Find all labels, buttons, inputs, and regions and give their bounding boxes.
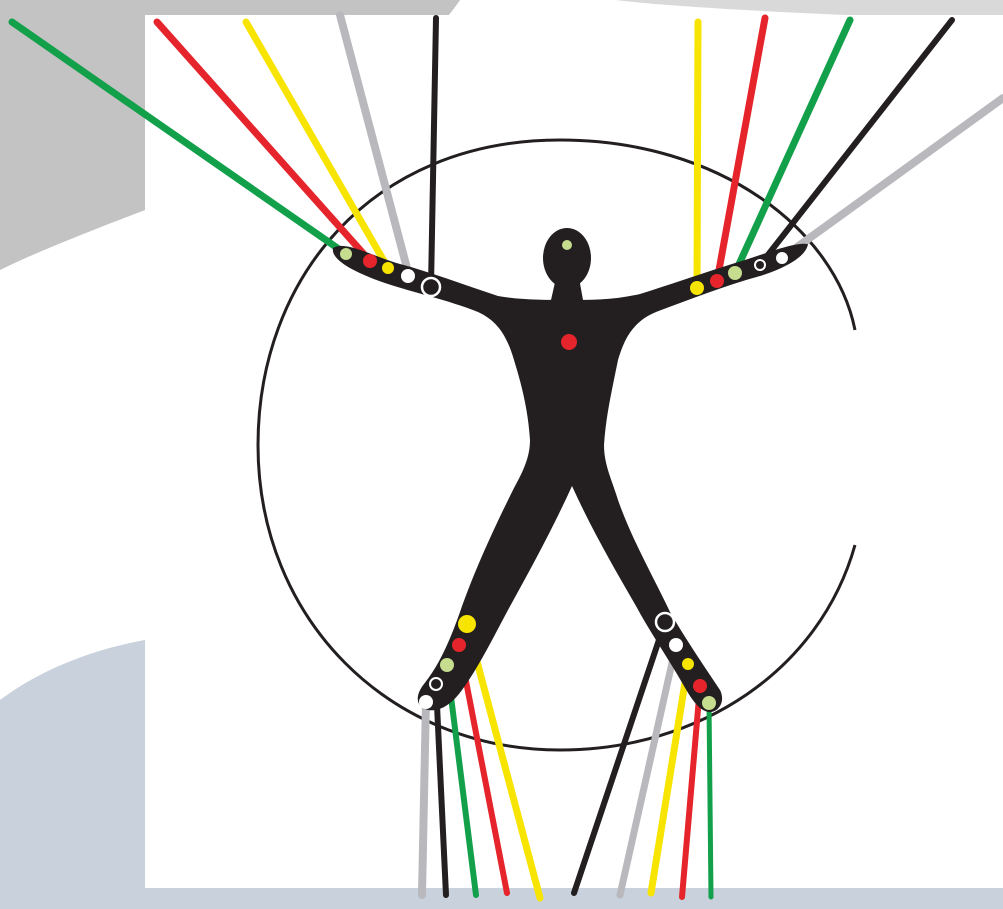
marker-yellow-right-hand [690, 281, 704, 295]
marker-white-right-foot [669, 638, 683, 652]
marker-pale-green-right-foot [702, 696, 716, 710]
marker-pale-green-left-foot [440, 658, 454, 672]
strand-yellow-right [697, 22, 698, 288]
neck [551, 278, 583, 300]
marker-red-right-foot [693, 679, 707, 693]
marker-red-left-foot [452, 638, 466, 652]
chest-marker [561, 334, 577, 350]
marker-yellow-left-hand [382, 262, 394, 274]
marker-white-left-foot [419, 695, 433, 709]
bg-gray-strip-left [0, 0, 145, 270]
bg-blue-strip-left [0, 640, 145, 909]
marker-yellow-right-foot [682, 658, 694, 670]
marker-red-left-hand [363, 254, 377, 268]
marker-pale-green-right-hand [728, 266, 742, 280]
strand-gray-left-leg [422, 700, 426, 895]
marker-white-right-hand [776, 252, 788, 264]
marker-pale-green-left-hand [340, 248, 352, 260]
strand-green-right-leg [709, 703, 711, 897]
marker-white-left-hand [401, 269, 415, 283]
marker-yellow-left-foot [458, 615, 476, 633]
marker-red-right-hand [710, 274, 724, 288]
head-marker [562, 240, 572, 250]
